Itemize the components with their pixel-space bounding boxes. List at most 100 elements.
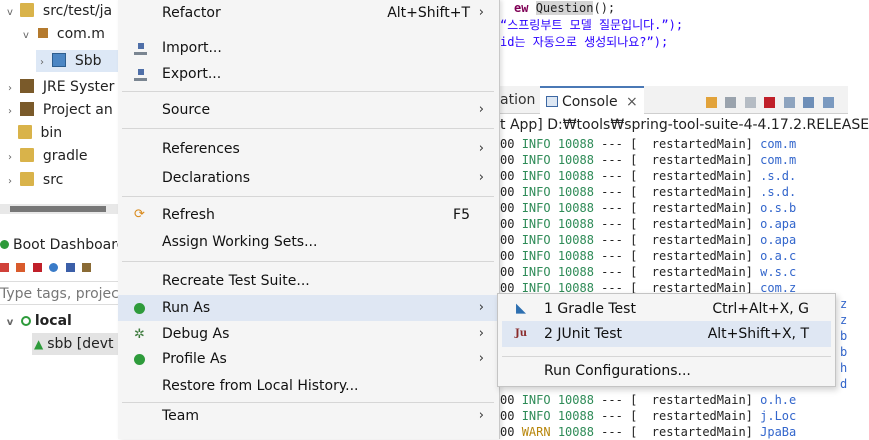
boot-dashboard-title[interactable]: Boot Dashboard — [0, 234, 126, 256]
log-thread: restartedMain — [651, 153, 746, 167]
horizontal-scrollbar[interactable] — [0, 204, 118, 214]
log-thread: restartedMain — [651, 409, 746, 423]
log-level: INFO — [521, 409, 551, 423]
tree-row-sbb-test-file[interactable]: › Sbb — [36, 50, 126, 72]
remove-launch-icon[interactable] — [725, 96, 737, 108]
restart-icon[interactable] — [0, 262, 9, 272]
chevron-right-icon[interactable]: › — [8, 83, 12, 94]
console-log-line: 00 INFO 10088 --- [ restartedMain] com.z — [500, 281, 797, 295]
log-level: INFO — [521, 233, 551, 247]
refresh-icon: ⟳ — [134, 207, 145, 222]
tree-row-label: JRE Syster — [42, 79, 115, 95]
log-level: INFO — [521, 201, 551, 215]
log-logger: h — [840, 361, 848, 375]
console-log-line: 00 WARN 10088 --- [ restartedMain] JpaBa — [500, 425, 797, 439]
debug-restart-icon[interactable] — [16, 262, 26, 272]
java-test-file-icon — [52, 53, 67, 67]
menu-item-refactor[interactable]: Refactor Alt+Shift+T › — [118, 0, 498, 26]
chevron-down-icon[interactable]: v — [23, 30, 29, 41]
menu-item-references[interactable]: References › — [118, 136, 498, 162]
gradle-icon: ◣ — [516, 301, 526, 316]
boot-app-sbb[interactable]: ▲sbb [devt — [32, 333, 122, 355]
menu-item-label: Recreate Test Suite... — [162, 273, 310, 289]
tree-row-project-and[interactable]: › Project an — [4, 99, 113, 121]
submenu-arrow-icon: › — [478, 170, 484, 185]
code-editor[interactable]: ew Question(); “스프링부트 모델 질문입니다.”); id는 자… — [500, 0, 848, 84]
log-level: INFO — [521, 281, 551, 295]
submenu-item-junit-test[interactable]: Ju 2 JUnit Test Alt+Shift+X, T — [502, 321, 831, 347]
console-log-line: 00 INFO 10088 --- [ restartedMain] o.apa — [500, 233, 797, 247]
submenu-item-label: 2 JUnit Test — [544, 326, 623, 342]
boot-local-node[interactable]: v local — [4, 311, 72, 333]
menu-item-team[interactable]: Team › — [118, 403, 498, 429]
console-icon — [546, 96, 558, 107]
log-pid: 10088 — [557, 265, 594, 279]
log-logger: .s.d. — [760, 185, 797, 199]
menu-item-export[interactable]: Export... — [118, 61, 498, 87]
submenu-item-run-configurations[interactable]: Run Configurations... — [502, 358, 831, 384]
tree-row-label: com.m — [56, 26, 105, 42]
chevron-down-icon[interactable]: v — [7, 7, 13, 18]
console-output[interactable]: 00 INFO 10088 --- [ restartedMain] com.m… — [500, 136, 848, 439]
log-logger: JpaBa — [760, 425, 797, 439]
pin-icon[interactable] — [706, 96, 717, 108]
settings-icon[interactable] — [82, 262, 92, 272]
log-thread: restartedMain — [651, 281, 746, 295]
menu-item-profile-as[interactable]: Profile As › — [118, 346, 498, 372]
tree-row-bin[interactable]: bin — [18, 122, 62, 144]
log-pid: 10088 — [557, 409, 594, 423]
package-icon — [38, 28, 49, 38]
menu-separator — [122, 128, 494, 129]
log-level: INFO — [521, 169, 551, 183]
tab-console[interactable]: Console × — [540, 86, 644, 114]
menu-item-refresh[interactable]: ⟳ Refresh F5 — [118, 202, 498, 228]
clear-console-icon[interactable] — [783, 96, 795, 108]
open-browser-icon[interactable] — [49, 262, 59, 272]
menu-item-restore-local-history[interactable]: Restore from Local History... — [118, 373, 498, 399]
log-prefix: 00 — [500, 265, 515, 279]
library-icon — [20, 102, 35, 116]
log-logger: o.s.b — [760, 201, 797, 215]
menu-item-source[interactable]: Source › — [118, 97, 498, 123]
menu-item-declarations[interactable]: Declarations › — [118, 165, 498, 191]
chevron-right-icon[interactable]: › — [8, 152, 12, 163]
console-tab-bar: ation Console × — [500, 86, 848, 114]
chevron-right-icon[interactable]: › — [40, 57, 44, 68]
chevron-right-icon[interactable]: › — [8, 176, 12, 187]
chevron-down-icon[interactable]: v — [6, 317, 14, 328]
console-icon[interactable] — [65, 262, 75, 272]
console-process-path: t App] D:₩tools₩spring-tool-suite-4-4.17… — [500, 114, 869, 136]
log-logger: z — [840, 313, 848, 327]
tree-row-label: src — [42, 172, 64, 188]
scrollbar-thumb[interactable] — [10, 206, 106, 212]
tree-row-src[interactable]: › src — [4, 169, 63, 191]
chevron-right-icon[interactable]: › — [8, 106, 12, 117]
boot-filter-input[interactable]: Type tags, projec — [0, 281, 119, 305]
terminate-icon[interactable] — [764, 96, 776, 108]
menu-item-debug-as[interactable]: ✲ Debug As › — [118, 321, 498, 347]
log-pid: 10088 — [557, 393, 594, 407]
menu-item-assign-working-sets[interactable]: Assign Working Sets... — [118, 229, 498, 255]
console-log-line: 00 INFO 10088 --- [ restartedMain] j.Loc — [500, 409, 797, 423]
local-target-icon — [20, 316, 31, 326]
tree-row-package[interactable]: v com.m — [20, 23, 105, 45]
tree-row-src-test[interactable]: v src/test/ja — [4, 0, 112, 22]
submenu-item-gradle-test[interactable]: ◣ 1 Gradle Test Ctrl+Alt+X, G — [502, 296, 831, 322]
menu-item-import[interactable]: Import... — [118, 35, 498, 61]
submenu-item-shortcut: Alt+Shift+X, T — [707, 326, 809, 342]
tree-row-gradle[interactable]: › gradle — [4, 145, 88, 167]
menu-item-recreate-test-suite[interactable]: Recreate Test Suite... — [118, 268, 498, 294]
code-text: (); — [593, 1, 616, 15]
menu-item-run-as[interactable]: Run As › — [118, 295, 498, 321]
scroll-lock-icon[interactable] — [803, 96, 815, 108]
stop-icon[interactable] — [32, 262, 42, 272]
tab-previous[interactable]: ation — [500, 92, 536, 108]
log-logger: com.m — [760, 137, 797, 151]
word-wrap-icon[interactable] — [822, 96, 834, 108]
log-level: INFO — [521, 249, 551, 263]
remove-all-icon[interactable] — [744, 96, 756, 108]
log-level: INFO — [521, 153, 551, 167]
log-prefix: 00 — [500, 393, 515, 407]
tree-row-jre[interactable]: › JRE Syster — [4, 76, 114, 98]
close-tab-icon[interactable]: × — [626, 94, 638, 110]
